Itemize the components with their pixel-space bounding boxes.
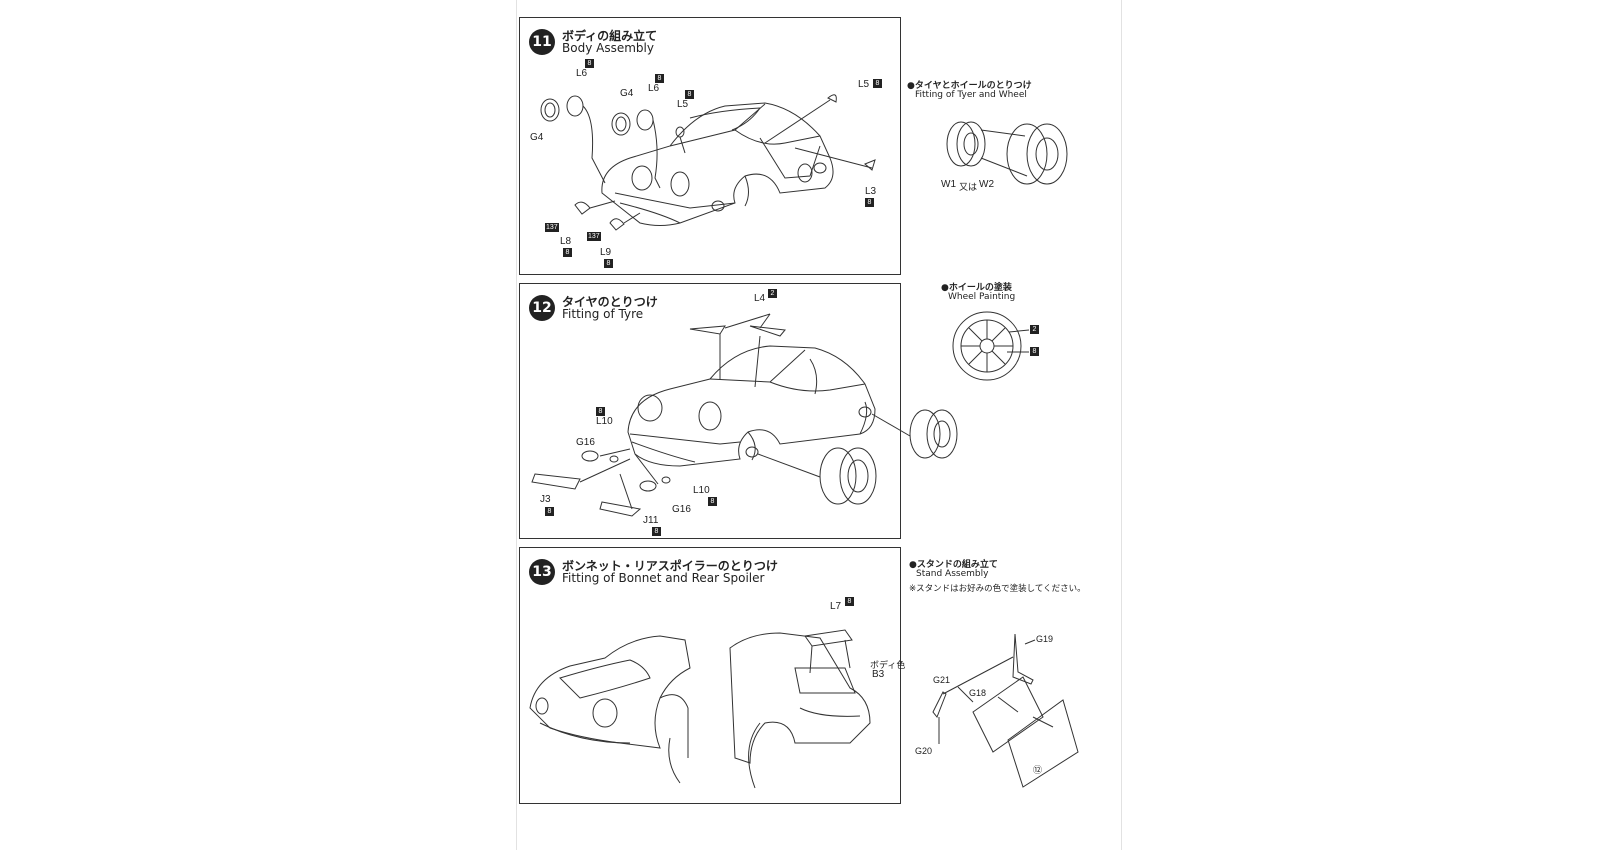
g16a-label: G16 bbox=[576, 437, 595, 448]
step-13-title-en: Fitting of Bonnet and Rear Spoiler bbox=[562, 571, 765, 585]
body-color-label: ボディ色 bbox=[870, 660, 906, 670]
j11-code: 8 bbox=[652, 527, 661, 536]
l6b-code: 8 bbox=[655, 74, 664, 83]
stand-title-jp: ●スタンドの組み立て bbox=[909, 560, 998, 570]
step-12-panel: 12 タイヤのとりつけ Fitting of Tyre bbox=[519, 283, 901, 539]
step-13-car-illustrations bbox=[520, 548, 900, 803]
l9-label: L9 bbox=[600, 247, 612, 258]
l4-code: 2 bbox=[768, 289, 777, 298]
step-11-title-jp: ボディの組み立て bbox=[562, 29, 658, 43]
l4-label: L4 bbox=[754, 293, 766, 304]
g19-label: G19 bbox=[1036, 634, 1054, 644]
stand-illustration bbox=[913, 622, 1093, 772]
j3-label: J3 bbox=[540, 494, 551, 505]
l8-tag: 137 bbox=[545, 223, 559, 232]
step-12-badge: 12 bbox=[529, 295, 555, 321]
l6a-code: 8 bbox=[585, 59, 594, 68]
tyre-wheel-title-jp: ●タイヤとホイールのとりつけ bbox=[907, 81, 1032, 91]
stand-title-en: Stand Assembly bbox=[916, 569, 989, 579]
g18-label: G18 bbox=[969, 688, 987, 698]
l7-code: 8 bbox=[845, 597, 854, 606]
step-11-panel: 11 ボディの組み立て Body Assembly bbox=[519, 17, 901, 275]
l9-code: 8 bbox=[604, 259, 613, 268]
l8-code: 8 bbox=[563, 248, 572, 257]
or-label: 又は bbox=[959, 182, 978, 192]
step-11-badge: 11 bbox=[529, 29, 555, 55]
l10a-label: L10 bbox=[596, 416, 613, 427]
l6b-label: L6 bbox=[648, 83, 660, 94]
wheel-paint-code-1: 2 bbox=[1030, 325, 1039, 334]
step-13-title-jp: ボンネット・リアスポイラーのとりつけ bbox=[562, 559, 778, 573]
l10b-label: L10 bbox=[693, 485, 710, 496]
l7-label: L7 bbox=[830, 601, 842, 612]
tyre-wheel-title-en: Fitting of Tyer and Wheel bbox=[915, 90, 1027, 100]
wheel-painting-title-en: Wheel Painting bbox=[948, 292, 1016, 302]
wheel-paint-code-2: 8 bbox=[1030, 347, 1039, 356]
w2-label: W2 bbox=[979, 179, 994, 190]
l3-code: 8 bbox=[865, 198, 874, 207]
stand-tag: ⑫ bbox=[1033, 765, 1043, 775]
l5b-label: L5 bbox=[858, 79, 870, 90]
step-11-car-illustration bbox=[520, 18, 900, 274]
l9-tag: 137 bbox=[587, 232, 601, 241]
stand-note: ※スタンドはお好みの色で塗装してください。 bbox=[909, 584, 1086, 594]
l10a-code: 8 bbox=[596, 407, 605, 416]
w1-label: W1 bbox=[941, 179, 956, 190]
g4a-label: G4 bbox=[530, 132, 544, 143]
step-12-car-illustration bbox=[520, 284, 900, 538]
l5a-label: L5 bbox=[677, 99, 689, 110]
tyre-wheel-illustration bbox=[937, 108, 1077, 198]
g16b-label: G16 bbox=[672, 504, 691, 515]
j3-code: 8 bbox=[545, 507, 554, 516]
l5a-code: 8 bbox=[685, 90, 694, 99]
instruction-page: 11 ボディの組み立て Body Assembly bbox=[516, 0, 1122, 850]
step-12-title-en: Fitting of Tyre bbox=[562, 307, 644, 321]
l6a-label: L6 bbox=[576, 68, 588, 79]
wheel-painting-title-jp: ●ホイールの塗装 bbox=[941, 283, 1012, 293]
step-13-panel: 13 ボンネット・リアスポイラーのとりつけ Fitting of Bonnet … bbox=[519, 547, 905, 804]
l3-label: L3 bbox=[865, 186, 877, 197]
l8-label: L8 bbox=[560, 236, 572, 247]
step-13-badge: 13 bbox=[529, 559, 555, 585]
b3-label: B3 bbox=[872, 669, 885, 680]
j11-label: J11 bbox=[643, 515, 659, 526]
g21-label: G21 bbox=[933, 675, 951, 685]
g20-label: G20 bbox=[915, 746, 933, 756]
g4b-label: G4 bbox=[620, 88, 634, 99]
step-11-title-en: Body Assembly bbox=[562, 41, 654, 55]
step-12-title-jp: タイヤのとりつけ bbox=[562, 295, 658, 309]
l5b-code: 8 bbox=[873, 79, 882, 88]
l10b-code: 8 bbox=[708, 497, 717, 506]
wheel-painting-illustration bbox=[949, 306, 1029, 386]
